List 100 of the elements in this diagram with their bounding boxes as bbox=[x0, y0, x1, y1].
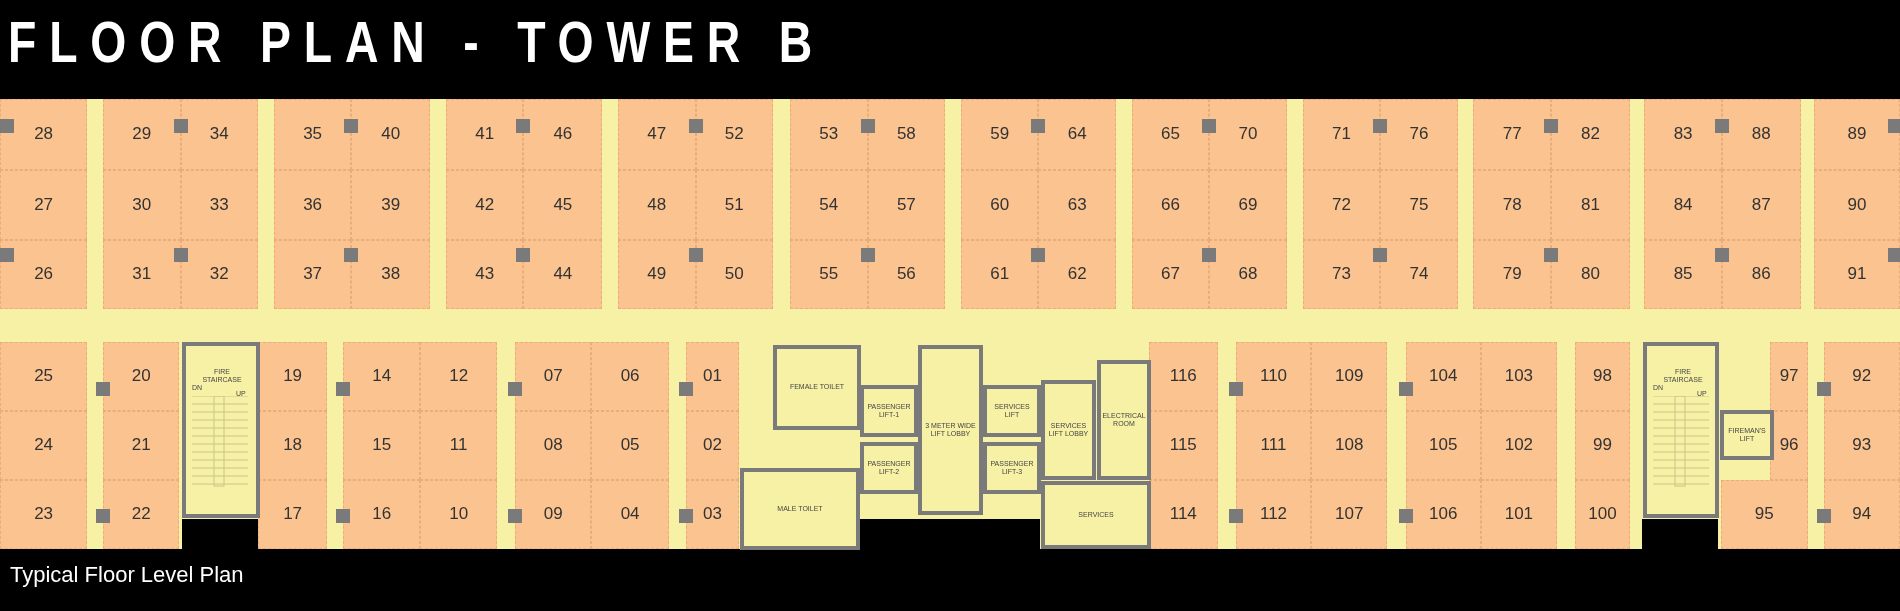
unit-box bbox=[1644, 239, 1722, 309]
unit-box bbox=[1473, 169, 1551, 240]
room-box bbox=[773, 345, 861, 430]
unit-number: 114 bbox=[1169, 504, 1197, 525]
unit-number: 49 bbox=[647, 264, 667, 285]
unit-box bbox=[790, 169, 868, 240]
unit-box bbox=[695, 239, 774, 309]
unit-box bbox=[1575, 410, 1630, 480]
unit-number: 82 bbox=[1580, 124, 1600, 145]
unit-box bbox=[342, 341, 421, 411]
unit-box bbox=[1209, 99, 1287, 170]
unit-number: 33 bbox=[209, 194, 229, 215]
unit-number: 115 bbox=[1169, 435, 1197, 456]
unit-number: 98 bbox=[1593, 366, 1612, 387]
unit-number: 60 bbox=[990, 194, 1010, 215]
unit-box bbox=[867, 169, 946, 240]
unit-box bbox=[960, 169, 1039, 240]
unit-number: 19 bbox=[283, 366, 303, 387]
unit-box bbox=[420, 410, 497, 480]
unit-number: 21 bbox=[131, 435, 151, 456]
unit-box bbox=[1551, 169, 1630, 240]
unit-number: 97 bbox=[1779, 366, 1799, 387]
unit-number: 106 bbox=[1429, 504, 1458, 525]
unit-box bbox=[103, 341, 180, 411]
unit-box bbox=[867, 239, 946, 309]
unit-box bbox=[618, 239, 696, 309]
unit-number: 80 bbox=[1580, 264, 1600, 285]
unit-box bbox=[351, 99, 431, 170]
unit-box bbox=[1380, 99, 1458, 170]
unit-box bbox=[420, 341, 497, 411]
unit-number: 45 bbox=[553, 194, 573, 215]
unit-number: 58 bbox=[896, 124, 916, 145]
unit-box bbox=[1644, 99, 1722, 170]
unit-box bbox=[1302, 169, 1381, 240]
unit-number: 04 bbox=[620, 504, 640, 525]
unit-box bbox=[1480, 410, 1558, 480]
unit-number: 66 bbox=[1161, 194, 1180, 215]
unit-box bbox=[1813, 169, 1900, 240]
unit-number: 62 bbox=[1067, 264, 1087, 285]
unit-number: 15 bbox=[372, 435, 392, 456]
unit-number: 50 bbox=[724, 264, 744, 285]
unit-number: 55 bbox=[819, 264, 839, 285]
unit-box bbox=[258, 341, 328, 411]
unit-number: 95 bbox=[1754, 504, 1774, 525]
unit-number: 76 bbox=[1409, 124, 1429, 145]
unit-box bbox=[1235, 479, 1312, 549]
unit-number: 59 bbox=[990, 124, 1010, 145]
unit-number: 110 bbox=[1259, 366, 1288, 387]
unit-number: 61 bbox=[990, 264, 1010, 285]
unit-number: 70 bbox=[1238, 124, 1258, 145]
unit-box bbox=[1380, 239, 1458, 309]
unit-box bbox=[445, 99, 524, 170]
unit-number: 29 bbox=[132, 124, 152, 145]
unit-box bbox=[103, 479, 180, 549]
unit-number: 11 bbox=[449, 435, 468, 456]
unit-box bbox=[0, 99, 88, 170]
unit-number: 72 bbox=[1331, 194, 1351, 215]
unit-number: 30 bbox=[132, 194, 152, 215]
unit-box bbox=[180, 169, 259, 240]
unit-number: 22 bbox=[131, 504, 151, 525]
unit-number: 104 bbox=[1429, 366, 1458, 387]
unit-box bbox=[867, 99, 946, 170]
unit-box bbox=[523, 169, 603, 240]
unit-box bbox=[618, 99, 696, 170]
room-box bbox=[1041, 481, 1151, 549]
unit-number: 77 bbox=[1502, 124, 1522, 145]
unit-box bbox=[351, 169, 431, 240]
unit-number: 27 bbox=[34, 194, 54, 215]
room-box bbox=[860, 385, 918, 437]
room-box bbox=[1041, 380, 1096, 480]
unit-number: 71 bbox=[1331, 124, 1351, 145]
unit-box bbox=[1480, 341, 1558, 411]
unit-box bbox=[1131, 99, 1210, 170]
unit-box bbox=[1823, 410, 1900, 480]
unit-box bbox=[1235, 410, 1312, 480]
unit-box bbox=[342, 479, 421, 549]
unit-box bbox=[445, 239, 524, 309]
unit-box bbox=[180, 239, 259, 309]
unit-box bbox=[258, 479, 328, 549]
unit-number: 89 bbox=[1847, 124, 1867, 145]
unit-box bbox=[1405, 410, 1481, 480]
staircase bbox=[182, 342, 260, 518]
unit-box bbox=[1302, 239, 1381, 309]
unit-number: 16 bbox=[372, 504, 392, 525]
unit-number: 38 bbox=[381, 264, 401, 285]
unit-box bbox=[695, 99, 774, 170]
unit-number: 35 bbox=[303, 124, 323, 145]
unit-number: 69 bbox=[1238, 194, 1258, 215]
unit-box bbox=[1473, 239, 1551, 309]
unit-box bbox=[273, 99, 352, 170]
unit-box bbox=[1148, 410, 1218, 480]
unit-number: 18 bbox=[283, 435, 303, 456]
unit-number: 03 bbox=[703, 504, 722, 525]
unit-number: 10 bbox=[449, 504, 469, 525]
unit-box bbox=[1551, 99, 1630, 170]
unit-box bbox=[1575, 479, 1630, 549]
unit-box bbox=[1209, 169, 1287, 240]
unit-number: 02 bbox=[703, 435, 722, 456]
unit-number: 44 bbox=[553, 264, 573, 285]
unit-number: 68 bbox=[1238, 264, 1258, 285]
